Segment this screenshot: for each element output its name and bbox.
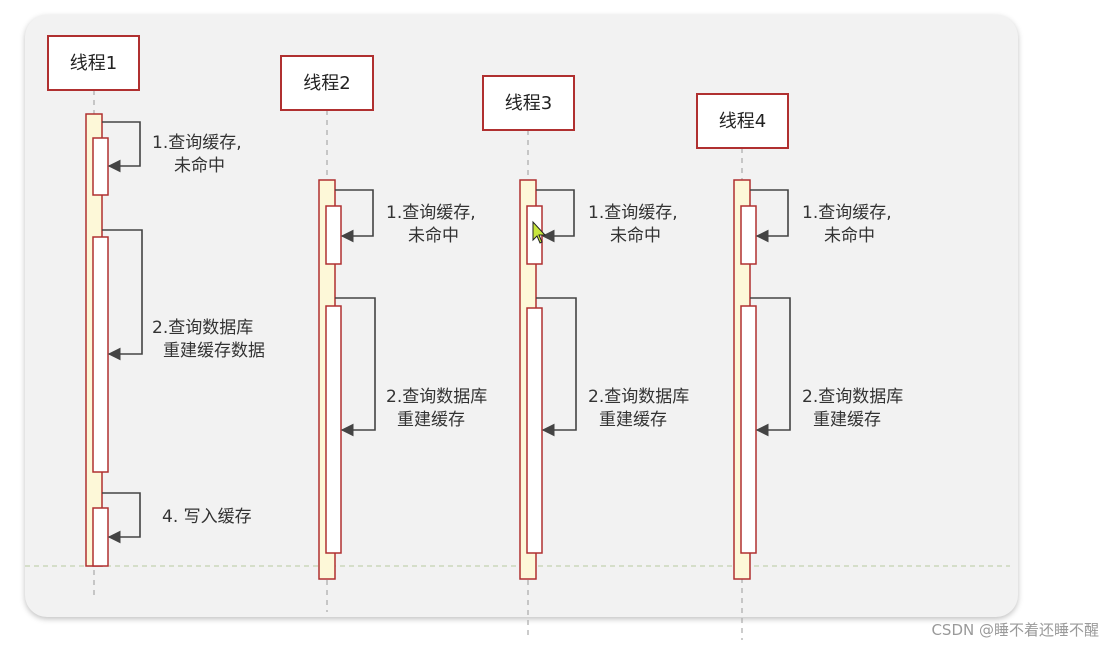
thread-3-title: 线程3 (505, 93, 552, 114)
thread-4-step-2-label-line-2: 重建缓存 (813, 410, 881, 430)
thread-3-step-1-label-line-1: 1.查询缓存, (588, 203, 678, 223)
thread-1-step-3-arrow (102, 492, 141, 544)
thread-2-title: 线程2 (303, 73, 350, 94)
thread-2-step-1-label-line-1: 1.查询缓存, (386, 203, 476, 223)
thread-1-step-1-label-line-2: 未命中 (174, 156, 225, 176)
thread-4-step-1-arrow (750, 189, 789, 243)
thread-4-step-1-label-line-1: 1.查询缓存, (802, 203, 892, 223)
thread-4-step-2-arrow (750, 297, 791, 437)
thread-1-step-2-activation (92, 236, 109, 473)
thread-1-step-3-activation (92, 507, 109, 567)
thread-1-step-3-label-line-1: 4. 写入缓存 (162, 507, 252, 527)
thread-2-header (280, 55, 374, 111)
thread-3-step-2-arrow (536, 297, 577, 437)
thread-3-step-1-arrow (536, 189, 575, 243)
thread-1-step-1-activation (92, 137, 109, 196)
thread-3-step-1-label-line-2: 未命中 (610, 226, 661, 246)
thread-1-step-2-label-line-2: 重建缓存数据 (163, 341, 265, 361)
thread-4-step-1-activation (740, 205, 757, 265)
thread-1-step-1-arrow (102, 121, 141, 173)
watermark: CSDN @睡不着还睡不醒 (931, 621, 1099, 639)
thread-2-step-2-arrow (335, 297, 376, 437)
thread-4-step-1-label-line-2: 未命中 (824, 226, 875, 246)
mouse-pointer-icon (532, 220, 547, 244)
thread-3-step-2-label-line-2: 重建缓存 (599, 410, 667, 430)
thread-1-header (47, 35, 140, 91)
thread-1-title: 线程1 (70, 53, 117, 74)
thread-2-step-1-activation (325, 205, 342, 265)
thread-4-title: 线程4 (719, 111, 766, 132)
thread-3-header (482, 75, 575, 131)
thread-1-step-2-arrow (102, 229, 143, 361)
thread-2-step-1-arrow (335, 189, 374, 243)
thread-2-step-2-activation (325, 305, 342, 554)
thread-4-step-2-label-line-1: 2.查询数据库 (802, 387, 903, 407)
thread-3-step-2-label-line-1: 2.查询数据库 (588, 387, 689, 407)
thread-1-step-2-label-line-1: 2.查询数据库 (152, 318, 253, 338)
thread-4-step-2-activation (740, 305, 757, 554)
thread-3-step-2-activation (526, 307, 543, 554)
thread-4-header (696, 93, 789, 149)
thread-2-step-1-label-line-2: 未命中 (408, 226, 459, 246)
thread-2-step-2-label-line-1: 2.查询数据库 (386, 387, 487, 407)
thread-1-step-1-label-line-1: 1.查询缓存, (152, 133, 242, 153)
thread-2-step-2-label-line-2: 重建缓存 (397, 410, 465, 430)
